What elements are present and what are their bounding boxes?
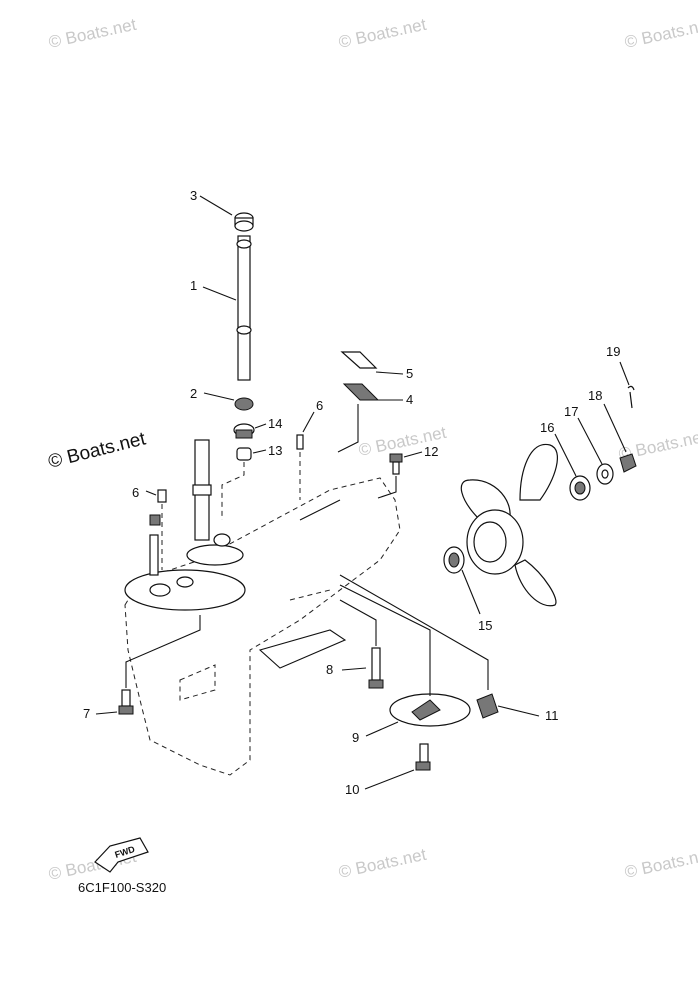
callout-6: 6 bbox=[316, 398, 323, 413]
part-18-nut bbox=[603, 403, 637, 473]
callout-17: 17 bbox=[564, 404, 578, 419]
callout-5: 5 bbox=[406, 366, 413, 381]
callout-4: 4 bbox=[406, 392, 413, 407]
drawing-code: 6C1F100-S320 bbox=[78, 880, 167, 895]
callout-1: 1 bbox=[190, 278, 197, 293]
callout-3: 3 bbox=[190, 188, 197, 203]
part-14-grommet bbox=[233, 423, 267, 439]
callout-10: 10 bbox=[345, 782, 359, 797]
part-2-grommet bbox=[203, 392, 254, 411]
watermark: © Boats.net bbox=[337, 845, 428, 882]
propeller bbox=[460, 443, 559, 607]
part-9-anode bbox=[339, 584, 471, 737]
part-12-bolt bbox=[377, 451, 423, 499]
watermark: © Boats.net bbox=[623, 15, 698, 52]
callout-11: 11 bbox=[545, 708, 559, 723]
callout-15: 15 bbox=[478, 618, 492, 633]
callout-12: 12 bbox=[424, 444, 438, 459]
part-4-pad bbox=[337, 383, 403, 453]
watermark-large: © Boats.net bbox=[46, 428, 148, 473]
callout-18: 18 bbox=[588, 388, 602, 403]
part-7-bolt bbox=[95, 615, 201, 715]
part-5-pad bbox=[340, 351, 404, 375]
watermark: © Boats.net bbox=[47, 15, 138, 52]
part-11-anode-block bbox=[339, 574, 540, 719]
part-1-tube bbox=[202, 235, 252, 381]
callout-14: 14 bbox=[268, 416, 282, 431]
part-8-bolt bbox=[339, 599, 384, 689]
lower-unit-housing bbox=[124, 439, 401, 776]
callout-16: 16 bbox=[540, 420, 554, 435]
part-19-cotter-pin bbox=[619, 361, 635, 409]
watermarks: © Boats.net © Boats.net © Boats.net © Bo… bbox=[46, 15, 698, 884]
callout-9: 9 bbox=[352, 730, 359, 745]
watermark: © Boats.net bbox=[337, 15, 428, 52]
watermark: © Boats.net bbox=[623, 845, 698, 882]
part-10-bolt bbox=[364, 743, 431, 790]
part-13-collar bbox=[221, 447, 267, 520]
part-15-washer bbox=[443, 546, 481, 615]
part-16-spacer bbox=[554, 433, 591, 501]
part-17-washer bbox=[577, 417, 614, 485]
callout-13: 13 bbox=[268, 443, 282, 458]
callout-labels: 3 1 2 14 13 6 6 5 4 12 7 8 9 10 11 15 16… bbox=[83, 188, 620, 797]
callout-19: 19 bbox=[606, 344, 620, 359]
callout-6b: 6 bbox=[132, 485, 139, 500]
callout-7: 7 bbox=[83, 706, 90, 721]
part-6-pin-upper bbox=[296, 411, 315, 500]
part-6-pin-left bbox=[145, 489, 167, 570]
part-3-seal bbox=[199, 195, 254, 232]
callout-8: 8 bbox=[326, 662, 333, 677]
fwd-arrow: FWD bbox=[94, 837, 149, 873]
callout-2: 2 bbox=[190, 386, 197, 401]
